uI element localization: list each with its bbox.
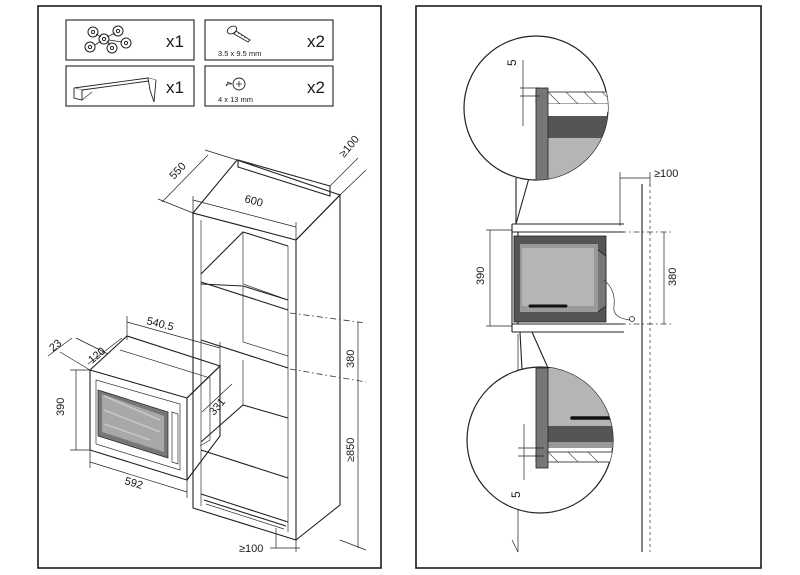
trim-qty: x1 [166, 78, 184, 97]
power-cord [603, 279, 631, 321]
dim-oven-height: 390 [55, 398, 67, 416]
dim-niche-height: 380 [345, 350, 357, 368]
accessory-screw-small-box: 3.5 x 9.5 mm x2 [204, 19, 334, 61]
feet-qty: x1 [166, 32, 184, 51]
screw-large-icon [225, 77, 246, 91]
dim-top-gap: ≥100 [337, 134, 362, 160]
dim-bottom-gap: ≥100 [239, 543, 263, 555]
dim-frame-depth: 23 [47, 337, 64, 354]
feet-pads-icon [84, 25, 132, 54]
screw-large-spec: 4 x 13 mm [218, 95, 253, 104]
dim-floor-height: ≥850 [345, 438, 357, 462]
dim-top-clearance: 5 [505, 59, 519, 66]
dim-right-oven-height: 390 [475, 267, 487, 285]
accessory-trim-box: x1 [65, 65, 195, 107]
dim-niche-width: 540.5 [145, 315, 175, 333]
tall-cabinet [192, 159, 342, 541]
bottom-detail-callout: 5 [466, 331, 614, 514]
dim-depth-550: 550 [167, 160, 188, 182]
accessory-screw-large-box: 4 x 13 mm x2 [204, 65, 334, 107]
trim-strip-icon [73, 77, 157, 103]
screw-small-spec: 3.5 x 9.5 mm [218, 49, 261, 58]
dim-oven-width: 592 [123, 475, 144, 492]
oven-window [97, 389, 169, 459]
top-detail-callout: 5 [463, 35, 609, 225]
screw-large-qty: x2 [307, 78, 325, 97]
oven-section [513, 235, 607, 323]
accessory-feet-box: x1 [65, 19, 195, 61]
screw-icon [226, 25, 251, 43]
dim-bottom-clearance: 5 [509, 491, 523, 498]
rear-wall: ≥100 [619, 168, 678, 552]
screw-small-qty: x2 [307, 32, 325, 51]
plug-icon [629, 316, 635, 322]
left-panel-frame [37, 5, 382, 569]
dim-rear-gap: ≥100 [654, 168, 678, 180]
microwave-oven [89, 335, 222, 481]
dim-right-niche-height: 380 [667, 268, 679, 286]
dim-width-600: 600 [243, 193, 264, 209]
right-panel-frame [415, 5, 762, 569]
